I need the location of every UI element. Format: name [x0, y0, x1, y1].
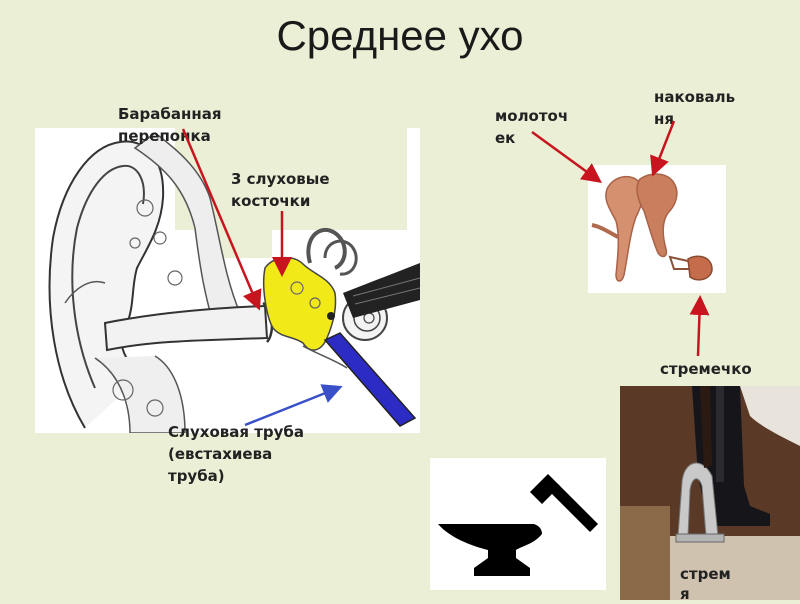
- stirrup-label: стрем я: [680, 564, 731, 604]
- incus-label-line-1: наковаль: [654, 88, 736, 106]
- tube-label-line-3: труба): [168, 467, 225, 485]
- malleus-label: молоточ ек: [495, 105, 568, 149]
- anvil-hammer-icon: [430, 458, 606, 590]
- eardrum-label-line-1: Барабанная: [118, 105, 222, 123]
- ossicles-label-line-1: 3 слуховые: [231, 170, 330, 188]
- malleus-label-line-1: молоточ: [495, 107, 569, 125]
- slide-title: Среднее ухо: [276, 12, 524, 59]
- eardrum-label-line-2: перепонка: [118, 127, 211, 145]
- stirrup-photo: [620, 386, 800, 600]
- tube-label-line-2: (евстахиева: [168, 445, 273, 463]
- eustachian-tube-label: Слуховая труба (евстахиева труба): [168, 421, 304, 487]
- ear-anatomy-illustration: [35, 128, 421, 434]
- ossicles-label-line-2: косточки: [231, 192, 311, 210]
- eardrum-label: Барабанная перепонка: [118, 103, 222, 147]
- tube-label-line-1: Слуховая труба: [168, 423, 305, 441]
- ossicles-label: 3 слуховые косточки: [231, 168, 330, 212]
- stapes-arrow: [689, 295, 710, 357]
- stirrup-label-line-1: стрем: [680, 565, 731, 583]
- stirrup-label-line-2: я: [680, 585, 690, 603]
- ossicles-illustration: [588, 165, 726, 293]
- malleus-label-line-2: ек: [495, 129, 516, 147]
- stapes-label: стремечко: [660, 360, 752, 378]
- incus-label: наковаль ня: [654, 86, 735, 130]
- incus-label-line-2: ня: [654, 110, 674, 128]
